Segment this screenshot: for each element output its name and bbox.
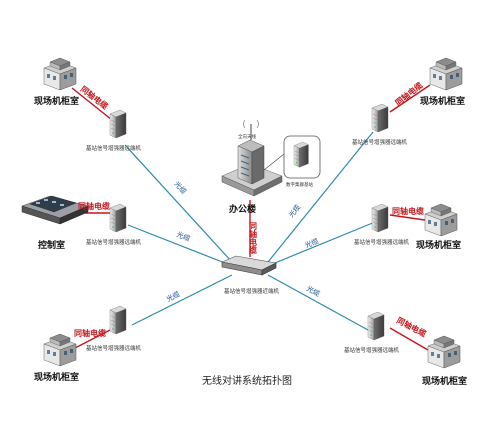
fiber-label-mid-left: 光缆 [175,230,191,244]
unit-label-bottom-right: 基站信号增强器远端机 [344,346,400,354]
remote-unit-mid-left [109,203,127,233]
coax-link-bottom-left [74,329,111,349]
coax-label-bottom-right: 同轴电缆 [395,315,428,339]
office-building: 全向天线 办公楼 [221,119,283,215]
control-room-label: 控制室 [38,239,65,251]
coax-links [71,84,431,351]
fiber-label-mid-right: 光缆 [303,236,319,250]
field-room-top-left-icon [43,57,77,91]
control-room: 控制室 [21,195,89,251]
field-room-bottom-left-icon [43,333,77,367]
field-room-top-right-icon [429,57,463,91]
unit-label-top-left: 基站信号增强器远端机 [86,144,142,152]
fiber-link-bottom-left [131,274,233,326]
fiber-link-mid-left [127,224,231,266]
rack-label: 数字集群基站 [286,181,313,188]
unit-label-top-right: 基站信号增强器远端机 [352,138,408,146]
diagram-title: 无线对讲系统拓扑图 [202,374,292,387]
remote-unit-bottom-right [367,311,385,341]
coax-label-office: 同轴电缆 [249,222,258,255]
unit-label-mid-left: 基站信号增强器远端机 [86,238,142,246]
coax-label-mid-left: 同轴电缆 [78,201,110,211]
fiber-links [124,131,376,331]
site-label-bottom-right: 现场机柜室 [422,375,467,387]
fiber-link-top-right [267,131,374,263]
site-label-mid-right: 现场机柜室 [416,239,461,251]
field-room-mid-right-icon [424,203,458,237]
fiber-link-mid-right [269,221,376,266]
field-room-bottom-right-icon [427,335,461,369]
remote-unit-mid-right [371,203,389,233]
coax-label-mid-right: 同轴电缆 [392,206,424,216]
site-label-top-right: 现场机柜室 [420,95,465,107]
fiber-link-bottom-right [267,274,369,331]
fiber-link-top-left [124,144,233,263]
coax-link-bottom-right [389,327,429,351]
antenna-label: 全向天线 [238,133,256,140]
remote-unit-bottom-left [109,305,127,335]
site-label-top-left: 现场机柜室 [34,95,79,107]
fiber-label-top-right: 光缆 [286,203,302,220]
site-label-bottom-left: 现场机柜室 [34,371,79,383]
remote-unit-top-left [109,109,127,139]
rack-callout: 数字集群基站 [283,135,321,188]
remote-unit-top-right [371,103,389,133]
coax-link-mid-right [389,214,426,221]
hub-label: 基站信号增强器近端机 [224,287,280,295]
fiber-label-top-left: 光缆 [173,179,189,195]
hub-unit: 基站信号增强器近端机 [220,255,280,295]
coax-link-top-left [71,87,113,121]
unit-label-bottom-left: 基站信号增强器远端机 [86,344,142,352]
office-label: 办公楼 [229,203,256,215]
unit-label-mid-right: 基站信号增强器远端机 [354,238,410,246]
coax-label-bottom-left: 同轴电缆 [74,328,106,338]
coax-link-top-right [389,84,431,113]
